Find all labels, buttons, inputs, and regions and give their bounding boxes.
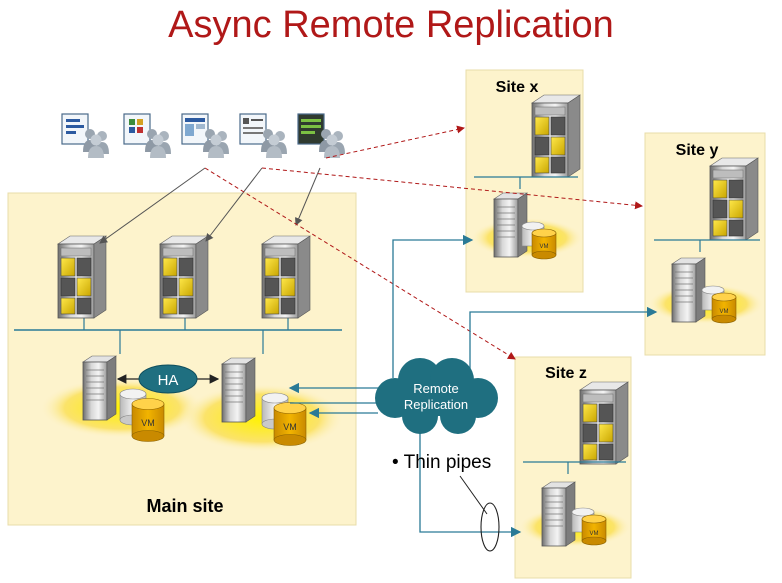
thin-pipes-ring: [480, 502, 500, 552]
client-link-site-z: [204, 167, 516, 360]
vm-label: VM: [540, 244, 549, 250]
site-y-storage: VM: [701, 285, 737, 324]
site-y-label: Site y: [676, 142, 719, 159]
main-app-server-3: [261, 235, 311, 319]
client-link-site-y: [261, 167, 643, 210]
remote-replication-cloud: Remote Replication: [375, 358, 498, 434]
client-link-2: [205, 167, 263, 242]
thin-pipes-pointer: [459, 475, 488, 515]
remote-replication-label-2: Replication: [404, 397, 468, 412]
main-host-right: [221, 357, 256, 423]
site-z-host: [541, 481, 576, 547]
site-x-app-server: [531, 94, 581, 178]
client-link-site-x: [325, 125, 465, 159]
vm-label: VM: [590, 531, 599, 537]
site-x-label: Site x: [496, 79, 539, 96]
client-group-2: [123, 113, 171, 158]
thin-pipes-label: • Thin pipes: [392, 452, 491, 473]
vm-label: VM: [720, 309, 729, 315]
ha-label: HA: [158, 372, 179, 389]
main-storage-left: VM: [119, 388, 165, 442]
main-app-server-2: [159, 235, 209, 319]
site-z-app-server: [579, 381, 629, 465]
remote-replication-label-1: Remote: [413, 381, 459, 396]
vm-label: VM: [141, 418, 155, 428]
diagram-title: Async Remote Replication: [168, 4, 614, 46]
site-x-storage: VM: [521, 221, 557, 260]
main-storage-right: VM: [261, 392, 307, 446]
main-app-server-1: [57, 235, 107, 319]
vm-label: VM: [283, 422, 297, 432]
site-y-host: [671, 257, 706, 323]
client-group-3: [181, 113, 229, 158]
client-link-3: [295, 167, 321, 226]
site-z-label: Site z: [545, 365, 587, 382]
site-y-app-server: [709, 157, 759, 241]
site-z-storage: VM: [571, 507, 607, 546]
replication-path-site-y: [469, 306, 658, 378]
client-link-1: [99, 167, 206, 244]
client-group-4: [239, 113, 287, 158]
main-site-label: Main site: [146, 496, 223, 516]
replication-path-site-z: [419, 420, 522, 538]
client-group-1: [61, 113, 109, 158]
replication-path-site-x: [392, 234, 474, 378]
main-host-left: [82, 355, 117, 421]
client-group-5: [297, 113, 345, 158]
ha-oval: [138, 364, 198, 394]
